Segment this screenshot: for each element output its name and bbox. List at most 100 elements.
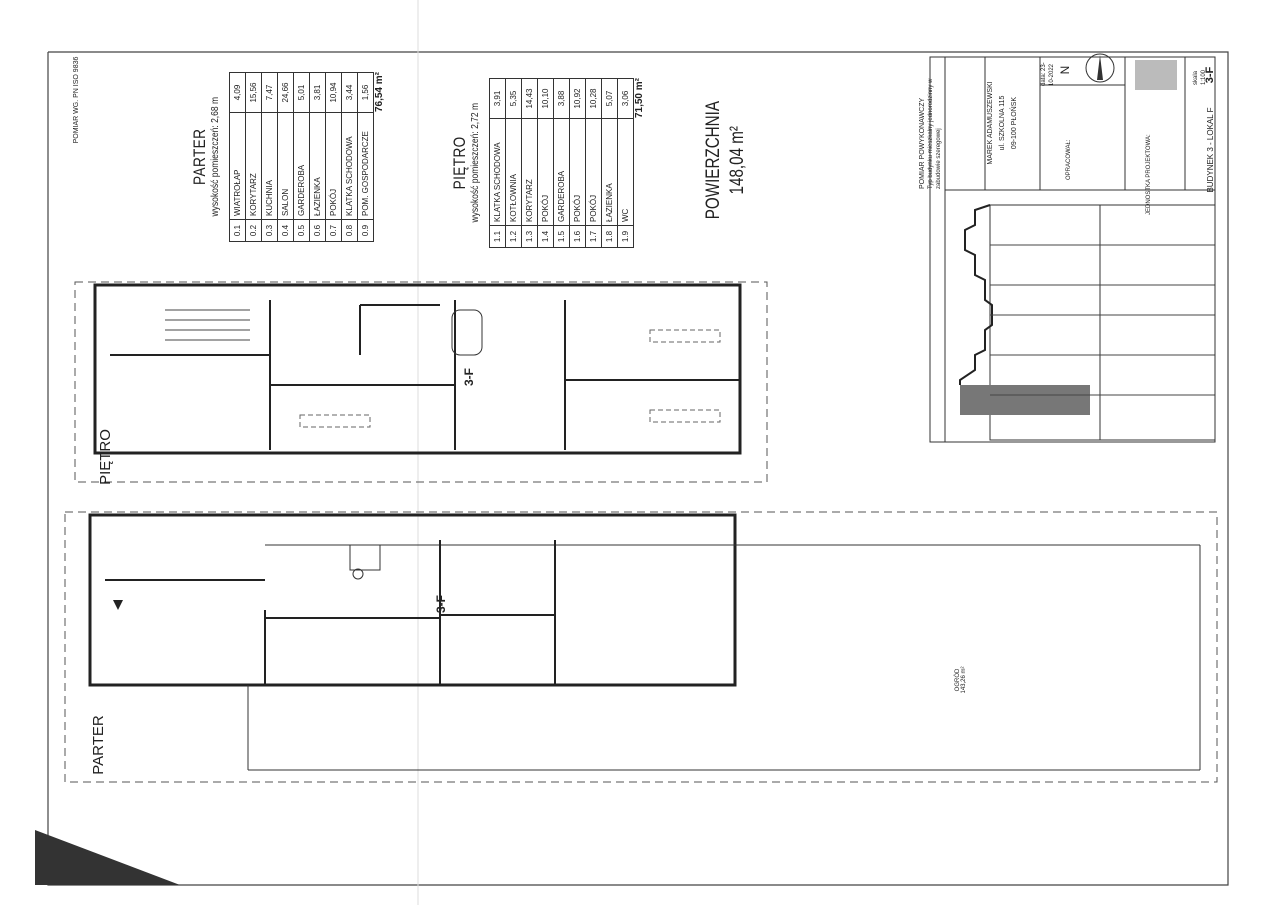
room-area: 14,43 bbox=[521, 78, 538, 119]
room-area: 24,66 bbox=[277, 72, 294, 113]
title-block-heading: POMIAR POWYKONAWCZY Typ budynku mieszkal… bbox=[919, 59, 957, 189]
room-code: 1.1 bbox=[489, 225, 506, 248]
room-name: SALON bbox=[277, 112, 294, 220]
room-area: 7,47 bbox=[261, 72, 278, 113]
room-name: KOTŁOWNIA bbox=[505, 118, 522, 226]
room-area: 5,01 bbox=[293, 72, 310, 113]
owner-name: MAREK ADAMUSZEWSKI bbox=[987, 81, 994, 165]
room-code: 0.8 bbox=[341, 219, 358, 242]
room-code: 0.6 bbox=[309, 219, 326, 242]
total-area-summary: POWIERZCHNIA 148,04 m² bbox=[702, 85, 752, 235]
room-code: 1.5 bbox=[553, 225, 570, 248]
pietro-total: 71,50 m² bbox=[634, 78, 645, 119]
room-name: ŁAZIENKA bbox=[309, 112, 326, 220]
scale: skala 1:100 bbox=[1193, 69, 1207, 85]
room-area: 3,88 bbox=[553, 78, 570, 119]
prepared-by: OPRACOWAŁ: bbox=[1066, 139, 1072, 180]
room-name: WIATROŁAP bbox=[229, 112, 246, 220]
room-code: 1.7 bbox=[585, 225, 602, 248]
room-name: KORYTARZ bbox=[245, 112, 262, 220]
room-area: 4,09 bbox=[229, 72, 246, 113]
room-name: POKÓJ bbox=[585, 118, 602, 226]
design-unit: JEDNOSTKA PROJEKTOWA: bbox=[1146, 134, 1152, 215]
room-name: ŁAZIENKA bbox=[601, 118, 618, 226]
room-area: 10,10 bbox=[537, 78, 554, 119]
room-code: 1.9 bbox=[617, 225, 634, 248]
parter-height-note: wysokość pomieszczeń: 2,68 m bbox=[210, 97, 221, 217]
room-name: GARDEROBA bbox=[553, 118, 570, 226]
room-area: 5,07 bbox=[601, 78, 618, 119]
company-logo bbox=[1135, 60, 1177, 90]
room-name: KORYTARZ bbox=[521, 118, 538, 226]
pietro-plan-label: PIĘTRO bbox=[97, 429, 114, 485]
room-area: 15,56 bbox=[245, 72, 262, 113]
room-name: POM. GOSPODARCZE bbox=[357, 112, 374, 220]
room-name: POKÓJ bbox=[325, 112, 342, 220]
survey-note: Typ budynku mieszkalny jednorodzinny w z… bbox=[928, 78, 942, 189]
key-plan bbox=[959, 204, 1216, 441]
room-area: 10,28 bbox=[585, 78, 602, 119]
room-code: 1.3 bbox=[521, 225, 538, 248]
room-name: KLATKA SCHODOWA bbox=[489, 118, 506, 226]
pietro-unit-tag: 3-F bbox=[462, 368, 476, 386]
room-code: 1.4 bbox=[537, 225, 554, 248]
parter-total: 76,54 m² bbox=[374, 72, 385, 113]
standard-note: POMIAR WG. PN ISO 9836 bbox=[73, 56, 80, 144]
parter-title: PARTER bbox=[190, 128, 209, 186]
entrance-arrow-icon bbox=[113, 600, 123, 610]
room-area: 5,35 bbox=[505, 78, 522, 119]
room-code: 1.8 bbox=[601, 225, 618, 248]
room-code: 0.2 bbox=[245, 219, 262, 242]
survey-heading: POMIAR POWYKONAWCZY bbox=[919, 97, 926, 189]
room-area: 3,91 bbox=[489, 78, 506, 119]
room-area: 10,94 bbox=[325, 72, 342, 113]
room-area: 3,06 bbox=[617, 78, 634, 119]
parter-plan-label: PARTER bbox=[90, 715, 107, 775]
room-code: 0.9 bbox=[357, 219, 374, 242]
room-name: KUCHNIA bbox=[261, 112, 278, 220]
room-code: 0.7 bbox=[325, 219, 342, 242]
room-code: 1.2 bbox=[505, 225, 522, 248]
room-code: 1.6 bbox=[569, 225, 586, 248]
room-name: POKÓJ bbox=[569, 118, 586, 226]
floor-plan-pietro bbox=[74, 281, 768, 483]
room-code: 0.4 bbox=[277, 219, 294, 242]
survey-date: data: 23-10-2022 bbox=[1041, 62, 1055, 86]
total-area-label: POWIERZCHNIA bbox=[703, 100, 724, 220]
room-area: 1,56 bbox=[357, 72, 374, 113]
owner-city: 09-100 PŁOŃSK bbox=[1011, 96, 1018, 150]
owner-address: MAREK ADAMUSZEWSKI ul. SZKOLNA 115 09-10… bbox=[987, 58, 1037, 188]
room-name: GARDEROBA bbox=[293, 112, 310, 220]
room-name: KLATKA SCHODOWA bbox=[341, 112, 358, 220]
parter-unit-tag: 3-F bbox=[434, 595, 448, 613]
scan-shadow bbox=[35, 830, 180, 885]
owner-street: ul. SZKOLNA 115 bbox=[999, 95, 1006, 151]
total-area-value: 148,04 m² bbox=[727, 125, 748, 195]
floor-plan-parter bbox=[64, 511, 1218, 783]
north-arrow-icon bbox=[1085, 53, 1115, 83]
pietro-title: PIĘTRO bbox=[450, 136, 469, 190]
title-block-frame bbox=[929, 56, 1216, 443]
room-name: WC bbox=[617, 118, 634, 226]
room-code: 0.5 bbox=[293, 219, 310, 242]
room-name: POKÓJ bbox=[537, 118, 554, 226]
